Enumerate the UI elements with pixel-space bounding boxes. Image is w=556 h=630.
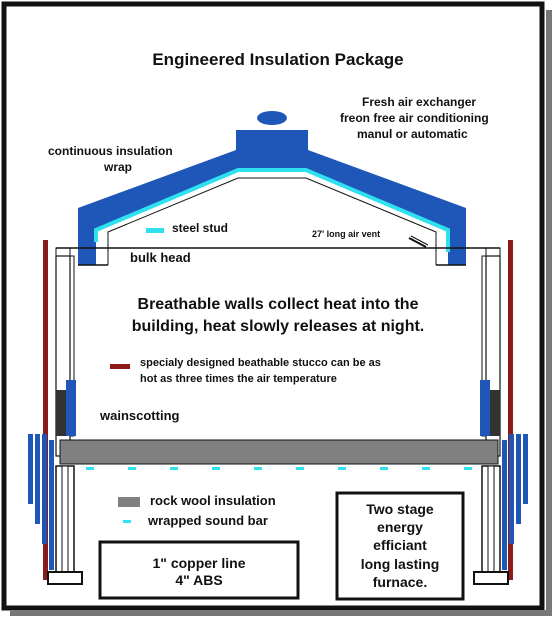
roof-inner-outline [107, 177, 437, 265]
roof-insulation-wrap [78, 130, 466, 265]
bulk-head-label: bulk head [130, 250, 191, 265]
frame-shadow-right [546, 10, 552, 616]
stucco-swatch [110, 364, 130, 369]
fresh-air-label-1: Fresh air exchanger [362, 95, 477, 109]
breathable-walls-line-1: Breathable walls collect heat into the [137, 296, 419, 313]
stucco-label-1: specialy designed beathable stucco can b… [140, 357, 381, 369]
steel-stud-label: steel stud [172, 221, 229, 235]
steel-stud-swatch [146, 228, 164, 233]
copper-line-text: 1" copper line 4" ABS [100, 555, 298, 589]
left-footing [47, 571, 83, 585]
rock-wool-swatch [118, 497, 140, 507]
diagram-title: Engineered Insulation Package [152, 50, 404, 69]
copper-line-box [98, 540, 300, 600]
furnace-line-4: long lasting [360, 555, 440, 572]
furnace-line-3: efficiant [373, 537, 427, 554]
fresh-air-label-3: manul or automatic [357, 127, 468, 141]
sound-bar-row [86, 467, 472, 470]
air-vent-slot [408, 237, 427, 248]
rock-wool-label: rock wool insulation [150, 493, 276, 508]
sound-bar-swatch [123, 520, 131, 523]
wrap-label-1: continuous insulation [48, 144, 173, 158]
stucco-label-2: hot as three times the air temperature [140, 373, 337, 385]
breathable-walls-line-2: building, heat slowly releases at night. [131, 318, 425, 335]
frame-shadow-bottom [10, 610, 552, 616]
air-vent-label: 27' long air vent [312, 229, 381, 239]
roof-steel-stud [94, 168, 450, 252]
furnace-line-5: furnace. [372, 573, 428, 590]
copper-line-1: 1" copper line [152, 555, 246, 571]
wrap-label-2: wrap [104, 160, 133, 174]
furnace-line-2: energy [377, 519, 423, 536]
furnace-line-1: Two stage [366, 501, 434, 517]
right-stucco [508, 240, 513, 580]
sound-bar-label: wrapped sound bar [148, 513, 268, 528]
fresh-air-vent-icon [257, 111, 287, 125]
wainscotting-label: wainscotting [100, 408, 180, 423]
furnace-text: Two stage energy efficiant long lasting … [337, 500, 463, 591]
copper-line-2: 4" ABS [175, 571, 223, 588]
left-stucco [43, 240, 48, 580]
fresh-air-label-2: freon free air conditioning [340, 111, 489, 125]
right-footing [473, 571, 509, 585]
furnace-box [335, 491, 465, 601]
outer-frame [1, 1, 545, 611]
floor-rock-wool-slab [59, 439, 499, 465]
